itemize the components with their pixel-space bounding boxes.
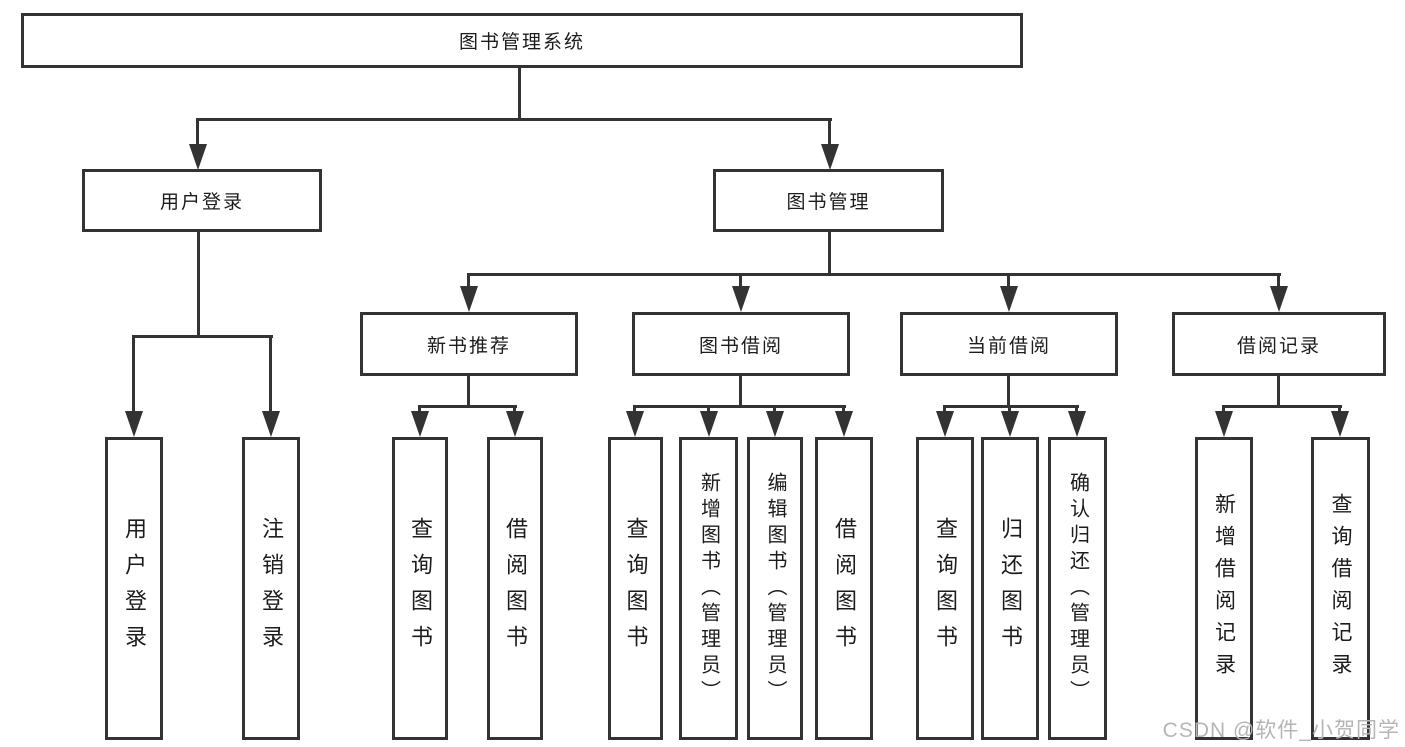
leaf-query-books-recommend: 查询图书 bbox=[392, 437, 448, 740]
arrow-down-icon bbox=[513, 405, 516, 411]
node-new-book-recommend: 新书推荐 bbox=[360, 312, 578, 376]
leaf-label: 编辑图书（管理员） bbox=[764, 471, 786, 706]
node-label: 借阅记录 bbox=[1236, 335, 1321, 357]
node-label: 新书推荐 bbox=[426, 335, 511, 357]
node-book-borrowing: 图书借阅 bbox=[632, 312, 850, 376]
leaf-label: 用户登录 bbox=[122, 516, 147, 661]
leaf-borrow-books: 借阅图书 bbox=[815, 437, 873, 740]
connector-line bbox=[634, 405, 846, 408]
leaf-label: 新增图书（管理员） bbox=[697, 471, 720, 706]
leaf-add-borrow-record: 新增借阅记录 bbox=[1195, 437, 1253, 740]
arrow-down-icon bbox=[418, 405, 421, 411]
connector-line bbox=[467, 273, 1281, 276]
arrow-down-icon bbox=[739, 273, 742, 286]
connector-line bbox=[197, 232, 200, 337]
arrow-down-icon bbox=[842, 405, 845, 411]
arrow-down-icon bbox=[943, 405, 946, 411]
connector-line bbox=[196, 118, 832, 121]
node-label: 图书管理 bbox=[786, 192, 871, 213]
leaf-return-books: 归还图书 bbox=[981, 437, 1039, 740]
arrow-down-icon bbox=[1007, 273, 1010, 286]
connector-line bbox=[739, 376, 742, 407]
node-root-system: 图书管理系统 bbox=[21, 13, 1023, 68]
node-book-management: 图书管理 bbox=[713, 169, 944, 232]
leaf-query-books-current: 查询图书 bbox=[916, 437, 974, 740]
arrow-down-icon bbox=[773, 405, 776, 411]
leaf-label: 注销登录 bbox=[259, 516, 284, 661]
leaf-user-login: 用户登录 bbox=[105, 437, 163, 740]
node-label: 图书管理系统 bbox=[458, 32, 585, 53]
node-user-login: 用户登录 bbox=[82, 169, 322, 232]
leaf-label: 新增借阅记录 bbox=[1212, 492, 1236, 685]
leaf-confirm-return-admin: 确认归还（管理员） bbox=[1048, 437, 1107, 740]
connector-line bbox=[828, 232, 831, 275]
arrow-down-icon bbox=[1277, 273, 1280, 286]
node-label: 当前借阅 bbox=[966, 335, 1051, 357]
connector-line bbox=[943, 405, 1079, 408]
node-label: 图书借阅 bbox=[698, 335, 783, 357]
arrow-down-icon bbox=[132, 335, 135, 411]
leaf-query-books-borrowing: 查询图书 bbox=[608, 437, 663, 740]
arrow-down-icon bbox=[1338, 405, 1341, 411]
connector-line bbox=[467, 376, 470, 407]
leaf-label: 查询图书 bbox=[623, 516, 649, 661]
leaf-label: 归还图书 bbox=[998, 516, 1023, 661]
leaf-label: 确认归还（管理员） bbox=[1066, 471, 1089, 706]
arrow-down-icon bbox=[633, 405, 636, 411]
arrow-down-icon bbox=[1222, 405, 1225, 411]
leaf-logout: 注销登录 bbox=[242, 437, 300, 740]
leaf-label: 查询图书 bbox=[408, 516, 433, 661]
arrow-down-icon bbox=[1008, 405, 1011, 411]
leaf-add-books-admin: 新增图书（管理员） bbox=[679, 437, 738, 740]
arrow-down-icon bbox=[467, 273, 470, 286]
connector-line bbox=[1277, 376, 1280, 407]
leaf-query-borrow-record: 查询借阅记录 bbox=[1311, 437, 1370, 740]
connector-line bbox=[1222, 405, 1342, 408]
leaf-label: 查询借阅记录 bbox=[1329, 492, 1352, 685]
connector-line bbox=[518, 68, 521, 120]
connector-line bbox=[132, 335, 273, 338]
leaf-label: 查询图书 bbox=[933, 516, 958, 661]
csdn-watermark: CSDN @软件_小贺同学 bbox=[1162, 719, 1400, 742]
arrow-down-icon bbox=[828, 118, 831, 144]
leaf-label: 借阅图书 bbox=[503, 516, 528, 661]
arrow-down-icon bbox=[269, 335, 272, 411]
arrow-down-icon bbox=[196, 118, 199, 144]
leaf-label: 借阅图书 bbox=[832, 516, 857, 661]
leaf-edit-books-admin: 编辑图书（管理员） bbox=[747, 437, 803, 740]
connector-line bbox=[1007, 376, 1010, 407]
connector-line bbox=[418, 405, 517, 408]
leaf-borrow-books-recommend: 借阅图书 bbox=[487, 437, 543, 740]
node-label: 用户登录 bbox=[159, 192, 244, 213]
arrow-down-icon bbox=[1075, 405, 1078, 411]
arrow-down-icon bbox=[707, 405, 710, 411]
node-current-borrowing: 当前借阅 bbox=[900, 312, 1118, 376]
node-borrow-records: 借阅记录 bbox=[1172, 312, 1386, 376]
